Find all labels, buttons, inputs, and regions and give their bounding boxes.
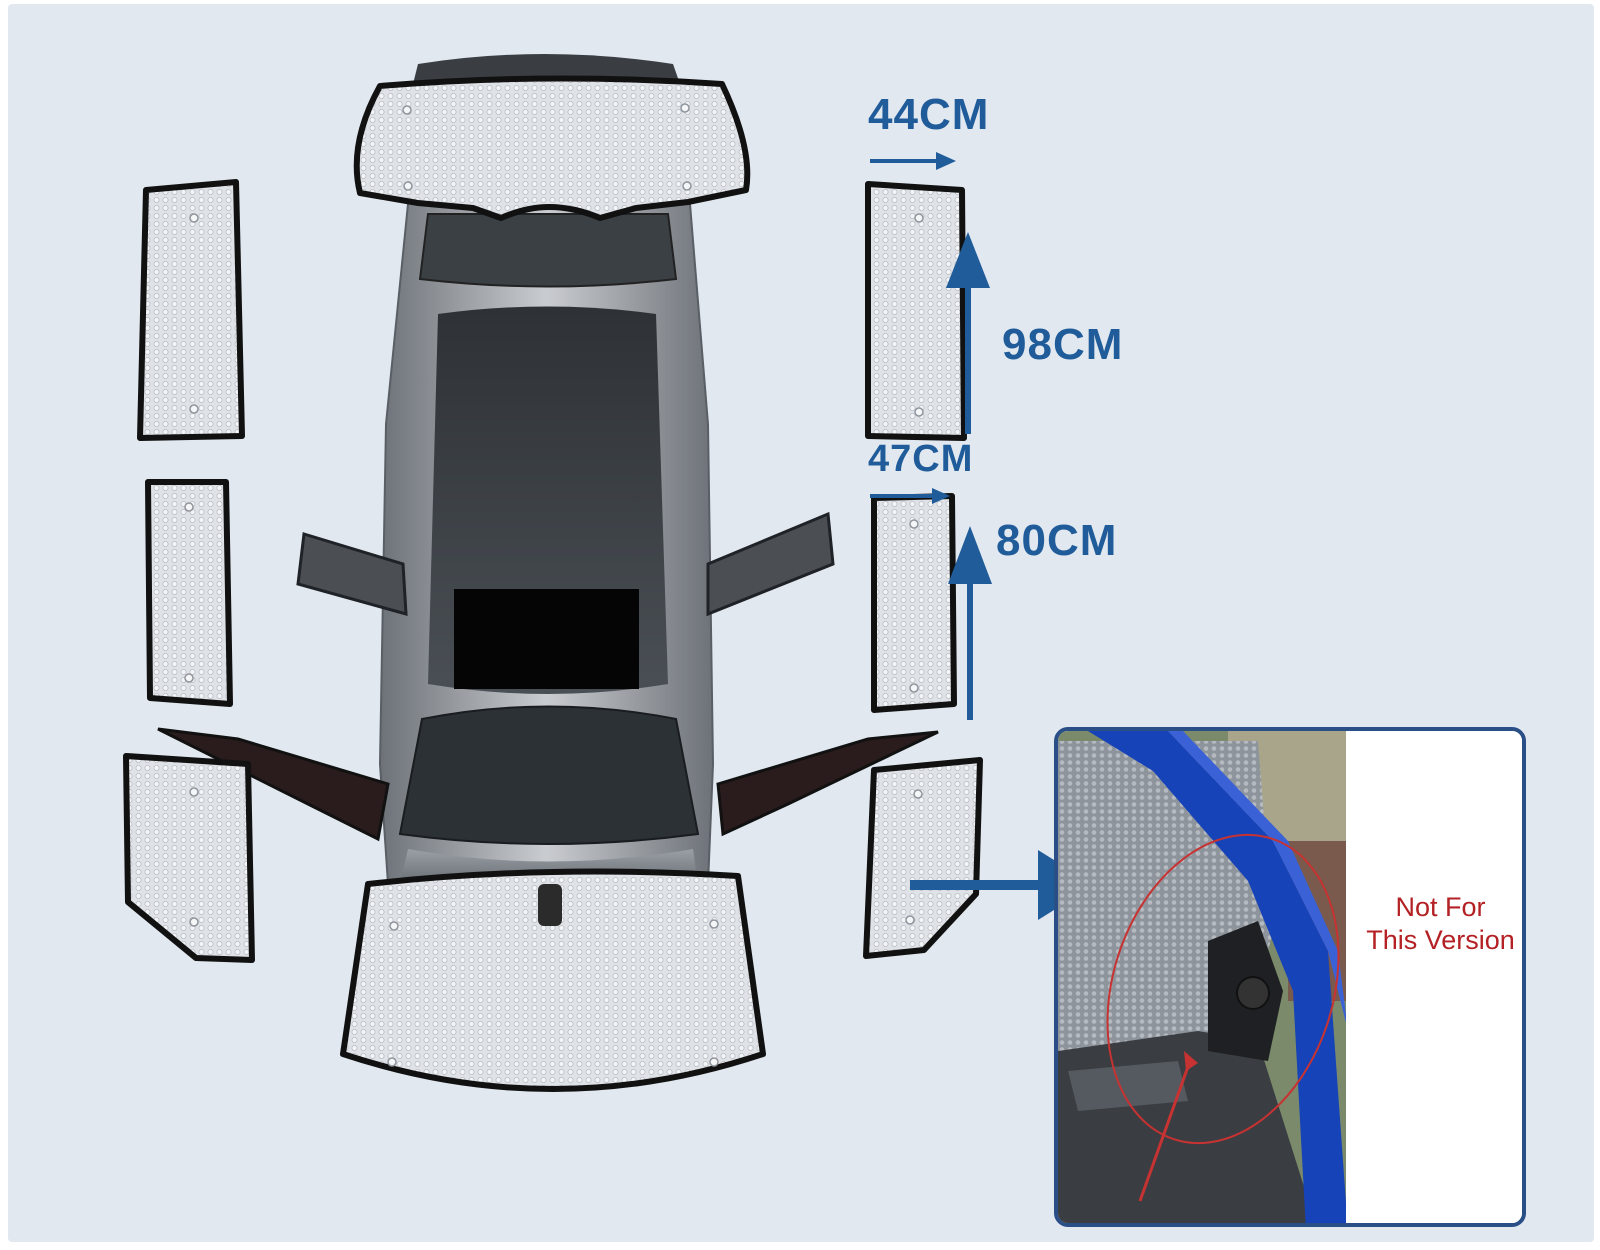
label-98cm: 98CM bbox=[1002, 320, 1124, 369]
car-and-shades-illustration bbox=[123, 54, 1094, 1092]
left-rear-quarter-shade bbox=[137, 179, 245, 441]
product-image: 44CM 98CM 47CM 80CM bbox=[8, 4, 1594, 1242]
car-top-view bbox=[157, 54, 939, 929]
label-80cm: 80CM bbox=[996, 516, 1118, 565]
label-44cm: 44CM bbox=[868, 90, 990, 139]
front-windshield-shade bbox=[340, 868, 766, 1092]
left-front-door-shade bbox=[123, 753, 255, 963]
right-front-door-shade bbox=[863, 757, 983, 959]
label-47cm: 47CM bbox=[868, 438, 974, 480]
inset-photo-scene bbox=[1058, 731, 1522, 1223]
not-for-this-version-note: Not For This Version bbox=[1358, 891, 1522, 957]
suction-cups bbox=[184, 103, 924, 1067]
right-rear-quarter-shade bbox=[865, 181, 967, 441]
note-text: Not For This Version bbox=[1366, 892, 1515, 955]
rear-windshield-shade bbox=[353, 75, 751, 221]
left-rear-door-shade bbox=[145, 479, 233, 707]
inset-photo: Not For This Version bbox=[1054, 727, 1526, 1227]
